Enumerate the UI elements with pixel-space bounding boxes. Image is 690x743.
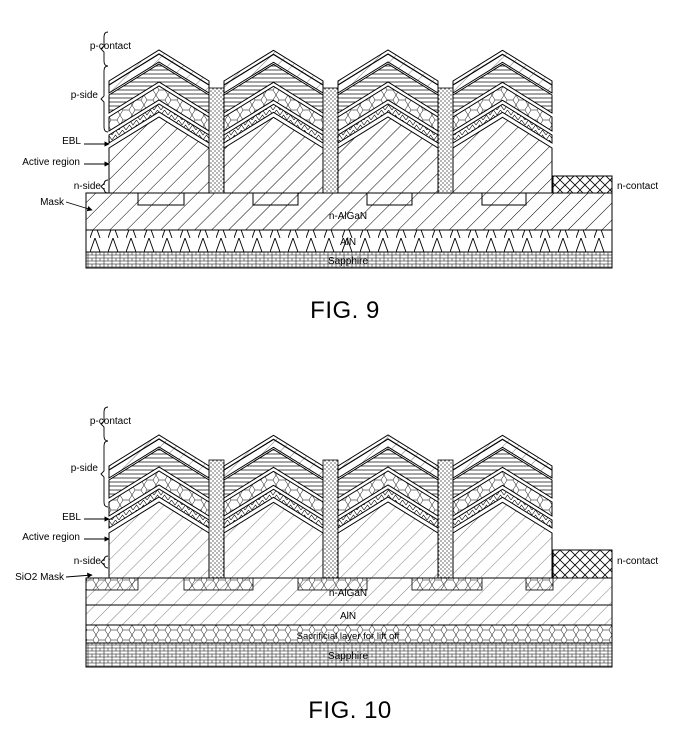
fig9-caption: FIG. 9 [310,297,380,324]
label-bracket [100,555,109,569]
fig9-label-n-side: n-side [74,181,102,192]
pillar-top-edge [452,438,553,471]
sio2-mask-pad [411,577,483,591]
label-bracket [100,31,109,67]
pillar-top-edge [337,53,439,86]
fig10-layer-sacrificial: Sacrificial layer for lift off [297,631,400,642]
pillar-2 [223,434,324,579]
fig10-layer-aln: AlN [340,611,356,622]
fig9-label-p-contact: p-contact [90,41,131,52]
fig10-label-p-side: p-side [71,463,99,474]
fig9-layer-sapphire: Sapphire [328,256,368,267]
fig10-label-mask: SiO2 Mask [15,572,65,583]
sio2-mask-pad [183,577,254,591]
inter-pillar-fill [322,87,339,194]
sio2-mask-pad [525,577,554,591]
n-algan-layer [85,192,613,231]
pillar-1 [108,49,210,194]
fig10-caption: FIG. 10 [308,697,392,724]
fig10-label-ebl: EBL [62,512,81,523]
label-bracket [100,406,109,442]
n-contact-pad [552,549,613,579]
pillar-top-edge [452,53,553,86]
sapphire-layer [85,642,613,668]
fig10-label-n-contact: n-contact [617,556,658,567]
fig9-layer-n-algan: n-AlGaN [329,211,367,222]
inter-pillar-fill [208,87,225,194]
fig10-label-active-region: Active region [22,532,80,543]
mask-line [86,192,553,206]
label-bracket [100,65,109,133]
pillar-3 [337,49,439,194]
fig10-layer-sapphire: Sapphire [328,651,368,662]
inter-pillar-fill [437,459,454,579]
fig9-label-active-region: Active region [22,157,80,168]
sio2-mask-pad [85,577,139,591]
pillar-1 [108,434,210,579]
figure-10 [65,406,613,668]
n-contact-pad [552,175,613,194]
fig10-label-p-contact: p-contact [90,416,131,427]
pillar-top-edge [223,53,324,86]
label-bracket [100,440,109,508]
figure-9 [65,31,613,269]
inter-pillar-fill [322,459,339,579]
p-contact-shell [452,49,553,94]
label-arrow [65,201,93,212]
fig10-layer-n-algan: n-AlGaN [329,588,367,599]
sio2-mask-pad [297,577,368,591]
fig9-label-n-contact: n-contact [617,181,658,192]
p-contact-shell [337,49,439,94]
pillar-2 [223,49,324,194]
fig9-label-ebl: EBL [62,136,81,147]
fig9-label-p-side: p-side [71,90,99,101]
fig9-label-mask: Mask [40,197,65,208]
pillar-top-edge [337,438,439,471]
label-bracket [100,179,109,194]
inter-pillar-fill [208,459,225,579]
sapphire-layer [85,251,613,269]
label-arrow [65,572,93,579]
inter-pillar-fill [437,87,454,194]
pillar-top-edge [108,438,210,471]
p-contact-shell [108,49,210,94]
p-contact-shell [223,49,324,94]
pillar-3 [337,434,439,579]
pillar-top-edge [223,438,324,471]
pillar-top-edge [108,53,210,86]
pillar-4 [452,49,553,194]
fig9-layer-aln: AlN [340,237,356,248]
fig10-label-n-side: n-side [74,556,102,567]
pillar-4 [452,434,553,579]
